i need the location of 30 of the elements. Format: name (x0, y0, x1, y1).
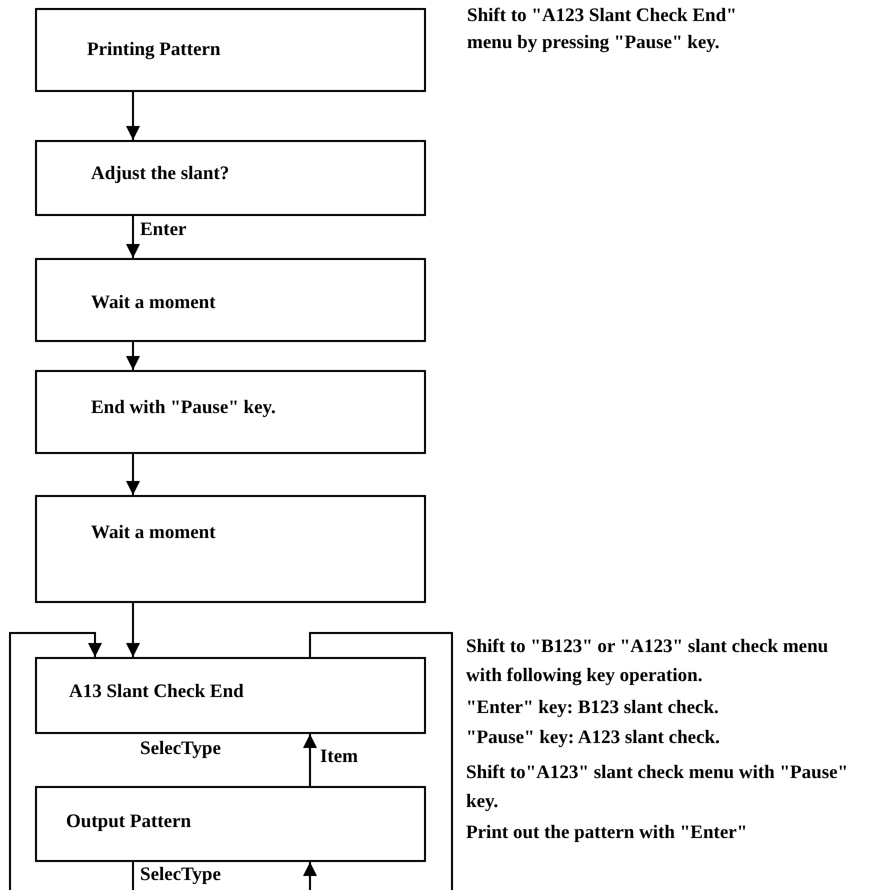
note-text: Print out the pattern with "Enter" (466, 821, 748, 845)
note-text: "Enter" key: B123 slant check. (466, 696, 720, 720)
process-box (35, 786, 426, 862)
step-text: Wait a moment (91, 522, 216, 544)
note-text: Shift to"A123" slant check menu with "Pause" key. (466, 761, 850, 814)
process-box (35, 8, 426, 92)
step-text: Printing Pattern (87, 39, 221, 61)
step-text: Output Pattern (66, 811, 192, 833)
process-box (35, 495, 426, 603)
note-text: SelecType (140, 737, 222, 761)
step-text: A13 Slant Check End (69, 681, 244, 703)
edge-label: SelecType (138, 864, 223, 886)
step-text: Wait a moment (91, 292, 216, 314)
step-text: Adjust the slant? (91, 163, 230, 185)
process-box (35, 140, 426, 216)
process-box (35, 657, 426, 734)
process-box (35, 370, 426, 454)
arrow (303, 734, 317, 786)
arrow (126, 603, 140, 657)
arrow (126, 454, 140, 495)
arrow (303, 862, 317, 890)
note-text: Shift to "B123" or "A123" slant check menu with following key operation. (466, 635, 830, 688)
note-text: "Pause" key: A123 slant check. (466, 726, 721, 750)
step-text: End with "Pause" key. (91, 397, 276, 419)
arrow (126, 216, 140, 258)
arrow (126, 342, 140, 370)
arrow (9, 632, 102, 890)
process-box (35, 258, 426, 342)
arrow (126, 92, 140, 140)
note-text: Shift to "A123 Slant Check End" menu by pressing "Pause" key. (467, 4, 738, 55)
